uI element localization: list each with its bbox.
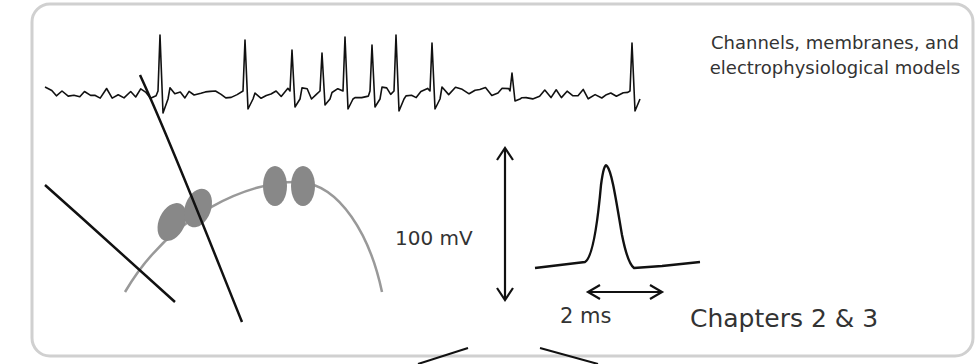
spike-waveform bbox=[535, 165, 700, 268]
scale-arrow bbox=[504, 150, 506, 298]
topic-note: Channels, membranes, and electrophysiolo… bbox=[700, 30, 970, 80]
scale-arrow bbox=[590, 291, 660, 293]
dimension-label: 100 mV bbox=[395, 226, 495, 250]
connector-line bbox=[418, 348, 468, 364]
voltage-trace bbox=[45, 35, 640, 113]
ion-channel bbox=[263, 166, 287, 206]
dimension-label: 2 ms bbox=[560, 304, 650, 329]
arrow-head bbox=[497, 288, 513, 300]
panel-border bbox=[32, 4, 973, 356]
chapter-label: Chapters 2 & 3 bbox=[690, 304, 960, 334]
electrode-line bbox=[45, 185, 175, 302]
membrane-arc bbox=[125, 182, 382, 292]
ion-channel bbox=[291, 166, 315, 206]
arrow-head bbox=[497, 148, 513, 160]
arrow-head bbox=[588, 285, 600, 299]
arrow-head bbox=[650, 285, 662, 299]
ion-channel bbox=[179, 185, 217, 231]
electrode-line bbox=[140, 75, 242, 322]
connector-line bbox=[540, 348, 598, 364]
